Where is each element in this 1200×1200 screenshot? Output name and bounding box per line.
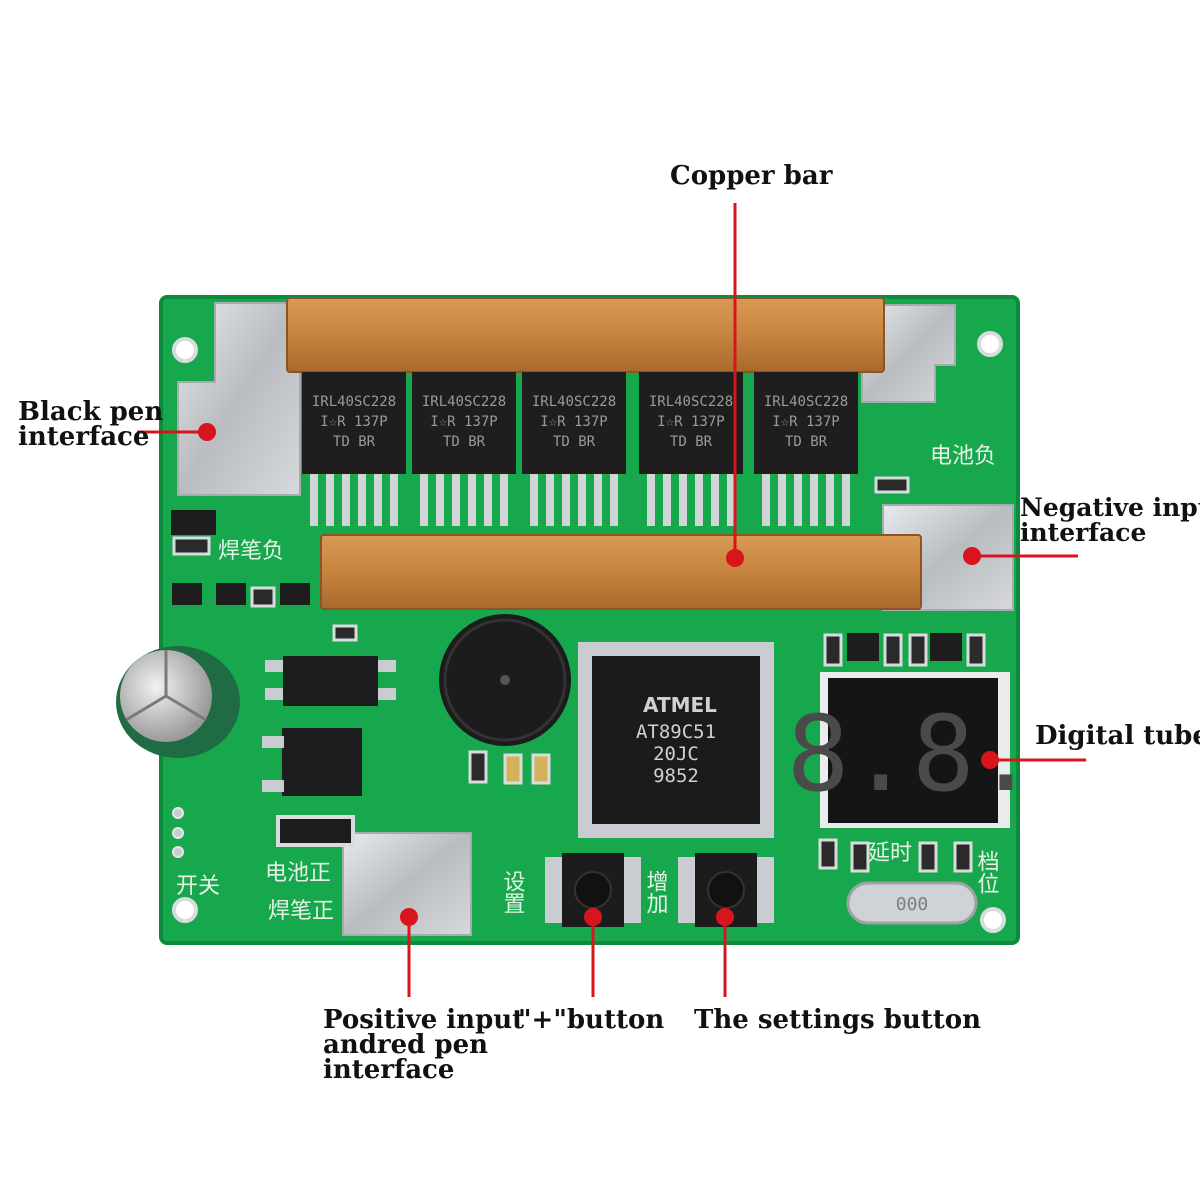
label-settings-button-text: The settings button — [694, 1005, 982, 1035]
copper-bar-top — [286, 297, 885, 373]
mosfet-pin — [727, 474, 735, 526]
label-black-pen-line-2: interface — [18, 422, 150, 452]
mosfet-pin — [778, 474, 786, 526]
mosfet-pin — [679, 474, 687, 526]
label-digital-tube-text: Digital tube — [1035, 721, 1200, 751]
mosfet-pin — [452, 474, 460, 526]
callouts — [137, 203, 1086, 997]
mosfet-pin — [420, 474, 428, 526]
silk-increase: 增加 — [643, 870, 669, 914]
mosfet-pin — [842, 474, 850, 526]
mosfet-marking: TD BR — [785, 434, 828, 450]
label-positive-input-line-3: interface — [323, 1055, 455, 1085]
mosfet-marking: TD BR — [670, 434, 713, 450]
label-negative-input: Negative input interface — [1020, 495, 1200, 545]
mosfet-pin — [468, 474, 476, 526]
silk-gear: 档位 — [974, 850, 1000, 894]
mcu-chip: ATMEL AT89C51 20JC 9852 — [578, 642, 774, 838]
mosfet-marking: I☆R 137P — [657, 414, 724, 430]
mosfet-pin — [810, 474, 818, 526]
mosfet-pin — [594, 474, 602, 526]
settings-button-switch[interactable] — [545, 853, 641, 927]
mosfet-marking: TD BR — [333, 434, 376, 450]
silk-switch: 开关 — [176, 874, 220, 899]
mosfet-pin — [500, 474, 508, 526]
digital-tube: 8.8. — [787, 672, 1037, 828]
display-digits: 8.8. — [787, 693, 1037, 815]
mcu-line-2: 20JC — [653, 743, 699, 765]
label-settings-button: The settings button — [694, 1005, 982, 1035]
label-positive-input: Positive input andred pen interface — [323, 1005, 525, 1085]
mosfet-pin — [578, 474, 586, 526]
crystal-oscillator: 000 — [846, 881, 978, 925]
label-negative-input-line-2: interface — [1020, 518, 1147, 547]
label-plus-button: "+"button — [518, 1005, 665, 1035]
mounting-holes — [172, 331, 1006, 933]
mosfet-pin — [310, 474, 318, 526]
buzzer — [439, 614, 571, 746]
mosfet-pin — [484, 474, 492, 526]
mosfet-3 — [522, 372, 626, 474]
silk-pen-pos: 焊笔正 — [268, 899, 334, 924]
mosfet-pin — [326, 474, 334, 526]
label-black-pen-line-1: Black pen — [18, 397, 164, 427]
mosfet-marking: I☆R 137P — [540, 414, 607, 430]
mosfet-pin — [546, 474, 554, 526]
label-copper-bar-text: Copper bar — [670, 161, 833, 191]
mosfet-pin — [695, 474, 703, 526]
label-copper-bar: Copper bar — [670, 161, 833, 191]
mosfet-pin — [610, 474, 618, 526]
mosfet-pin — [436, 474, 444, 526]
mosfet-pin — [562, 474, 570, 526]
label-plus-button-text: "+"button — [518, 1005, 665, 1035]
mosfet-marking: I☆R 137P — [772, 414, 839, 430]
mosfet-marking: I☆R 137P — [320, 414, 387, 430]
label-digital-tube: Digital tube — [1035, 721, 1200, 751]
label-positive-input-line-1: Positive input — [323, 1005, 525, 1035]
crystal-label: 000 — [896, 894, 929, 915]
silk-battery-pos: 电池正 — [265, 861, 331, 886]
mosfet-4 — [639, 372, 743, 474]
mosfet-5 — [754, 372, 858, 474]
mosfet-1 — [302, 372, 406, 474]
mosfet-marking: I☆R 137P — [430, 414, 497, 430]
mosfet-pin — [663, 474, 671, 526]
mosfet-pin — [530, 474, 538, 526]
smd-components — [171, 476, 986, 873]
mosfet-marking: IRL40SC228 — [312, 394, 396, 410]
label-negative-input-line-1: Negative input — [1020, 493, 1200, 522]
mosfet-marking: IRL40SC228 — [764, 394, 848, 410]
mcu-line-1: AT89C51 — [636, 721, 716, 743]
copper-bar-bottom — [320, 534, 922, 610]
mosfet-marking: TD BR — [443, 434, 486, 450]
label-positive-input-line-2: andred pen — [323, 1030, 489, 1060]
mosfet-marking: IRL40SC228 — [649, 394, 733, 410]
mosfet-pin — [647, 474, 655, 526]
header-pins — [172, 807, 184, 858]
silk-delay: 延时 — [868, 841, 912, 866]
mosfet-2 — [412, 372, 516, 474]
silk-pen-neg: 焊笔负 — [218, 539, 284, 564]
electrolytic-capacitor — [116, 646, 240, 758]
silk-setting: 设置 — [500, 870, 526, 914]
mosfet-pin — [762, 474, 770, 526]
silk-battery-neg: 电池负 — [930, 444, 996, 469]
mosfet-marking: IRL40SC228 — [532, 394, 616, 410]
label-black-pen: Black pen interface — [18, 397, 164, 452]
mosfet-pin — [711, 474, 719, 526]
mosfet-pin — [794, 474, 802, 526]
mcu-line-3: 9852 — [653, 765, 699, 787]
mcu-brand: ATMEL — [643, 693, 717, 717]
mosfet-pin — [342, 474, 350, 526]
mosfet-pin — [826, 474, 834, 526]
mosfet-pin — [390, 474, 398, 526]
mosfet-pin — [374, 474, 382, 526]
mosfet-marking: IRL40SC228 — [422, 394, 506, 410]
mosfet-marking: TD BR — [553, 434, 596, 450]
mosfet-pin — [358, 474, 366, 526]
